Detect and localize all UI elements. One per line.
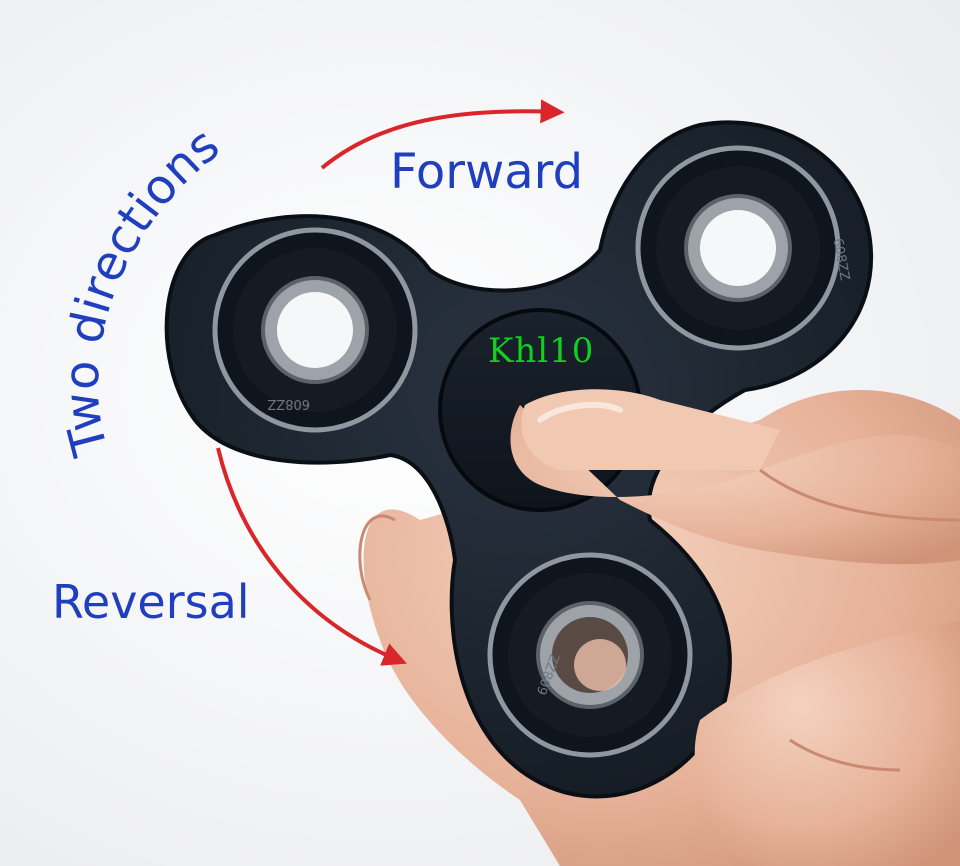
bearing-left-print: 608ZZ: [267, 396, 310, 411]
thumb: [510, 389, 960, 565]
reversal-label: Reversal: [52, 575, 250, 629]
watermark-stamp: Khl10: [488, 331, 595, 371]
index-finger: [694, 620, 960, 866]
bearing-bottom: 608ZZ: [487, 552, 693, 758]
forward-arrow: [320, 99, 565, 170]
bearing-left: 608ZZ: [212, 227, 418, 433]
forward-label: Forward: [390, 144, 583, 200]
reversal-arrow: [216, 447, 407, 666]
bearing-right: 608ZZ: [635, 145, 852, 351]
bearing-right-print: 608ZZ: [830, 237, 852, 282]
